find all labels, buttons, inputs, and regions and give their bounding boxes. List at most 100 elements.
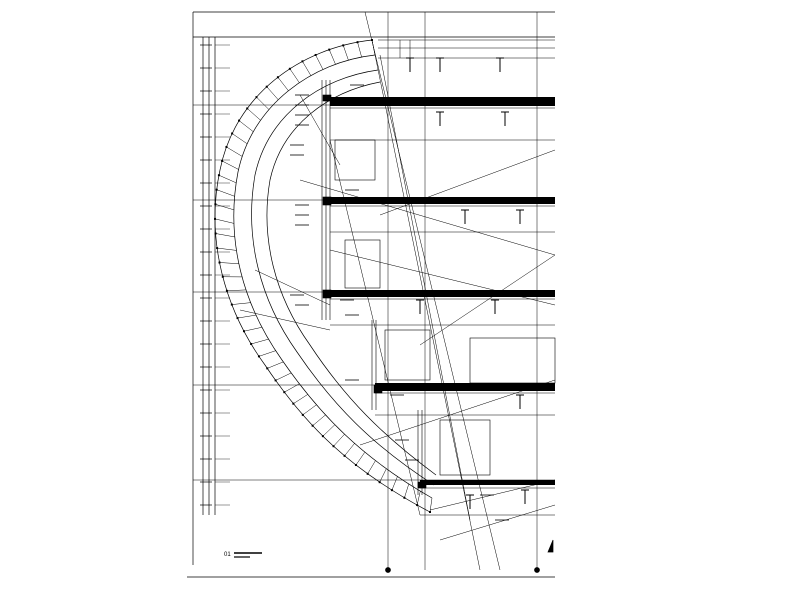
facade-mullion [217,247,237,251]
facade-mullion [256,96,270,110]
facade-mullion [251,338,269,345]
facade-mullion [275,372,292,381]
facade-node [429,511,431,513]
floor-slabs [330,97,555,485]
facade-node [214,232,217,235]
caption-number: 01 [224,552,231,558]
facade-mullion [355,452,366,466]
facade-node [214,203,217,206]
facade-mullion [247,108,261,121]
facade-mullion [315,54,324,70]
facade-mullion [284,383,300,393]
left-dimension-strip [200,37,230,515]
facade-mullion [367,460,376,474]
facade-mullion [258,350,276,357]
facade-node [218,261,221,264]
facade-node [343,454,346,457]
curved-facade [214,39,437,513]
facade-mullion [416,491,421,506]
facade-node [225,145,228,148]
annotation-marks [290,84,509,521]
facade-node [221,159,224,162]
facade-node [288,67,291,70]
facade-node [321,435,324,438]
facade-mullion [266,86,279,100]
facade-mullion [379,468,387,483]
facade-node [221,275,224,278]
sheet-frame [187,11,555,578]
drawing-caption: 01 [224,552,262,558]
facade-mullion [237,314,257,319]
facade-node [242,330,245,333]
facade-mullion [302,404,317,416]
rooms [330,57,556,516]
facade-mullion [221,160,239,170]
facade-node [265,85,268,88]
facade-mullion [329,49,336,65]
facade-node [225,289,228,292]
facade-mullion [333,434,345,447]
facade-mullion [302,61,312,76]
facade-node [366,472,369,475]
facade-node [342,44,345,47]
facade-mullion [219,262,239,264]
facade-mullion [231,133,248,144]
facade-mullion [215,233,235,238]
facade-mullion [293,394,308,404]
facade-mullion [322,424,336,437]
facade-mullion [277,77,289,91]
facade-mullion [216,189,235,197]
facade-mullion [231,302,251,305]
facade-node [217,174,220,177]
facade-node [255,96,258,99]
grid-bubble-a [385,567,391,573]
facade-mullion [226,146,243,157]
facade-node [250,342,253,345]
facade-node [230,303,233,306]
facade-mullion [343,45,349,61]
facade-node [274,379,277,382]
facade-node [292,402,295,405]
grid-bubble-b [534,567,540,573]
facade-node [390,489,393,492]
facade-node [301,60,304,63]
facade-mullion [215,204,234,211]
facade-mullion [289,68,300,83]
facade-node [257,355,260,358]
facade-node [311,424,314,427]
facade-node [236,317,239,320]
facade-node [283,391,286,394]
facade-mullion [243,327,262,332]
facade-node [216,247,219,250]
facade-mullion [267,361,284,369]
facade-node [416,504,419,507]
facade-mullion [226,289,247,292]
facade-node [276,76,279,79]
facade-node [246,107,249,110]
core-structure [321,80,427,495]
facade-node [354,464,357,467]
facade-mullion [344,443,355,456]
facade-node [238,119,241,122]
facade-mullion [218,174,237,184]
facade-mullion [214,218,234,224]
facade-mullion [357,42,362,58]
facade-node [332,445,335,448]
facade-node [328,48,331,51]
facade-node [215,188,218,191]
facade-mullion [404,483,410,498]
facade-node [378,481,381,484]
facade-node [214,217,217,220]
facade-node [356,41,359,44]
facade-node [231,132,234,135]
facade-node [266,367,269,370]
facade-mullion [312,414,326,426]
facade-node [301,413,304,416]
facade-mullion [238,120,254,132]
facade-node [314,53,317,56]
north-arrow-mark [547,539,554,553]
top-corridor [378,39,555,59]
facade-mullion [391,476,398,491]
facade-node [403,496,406,499]
